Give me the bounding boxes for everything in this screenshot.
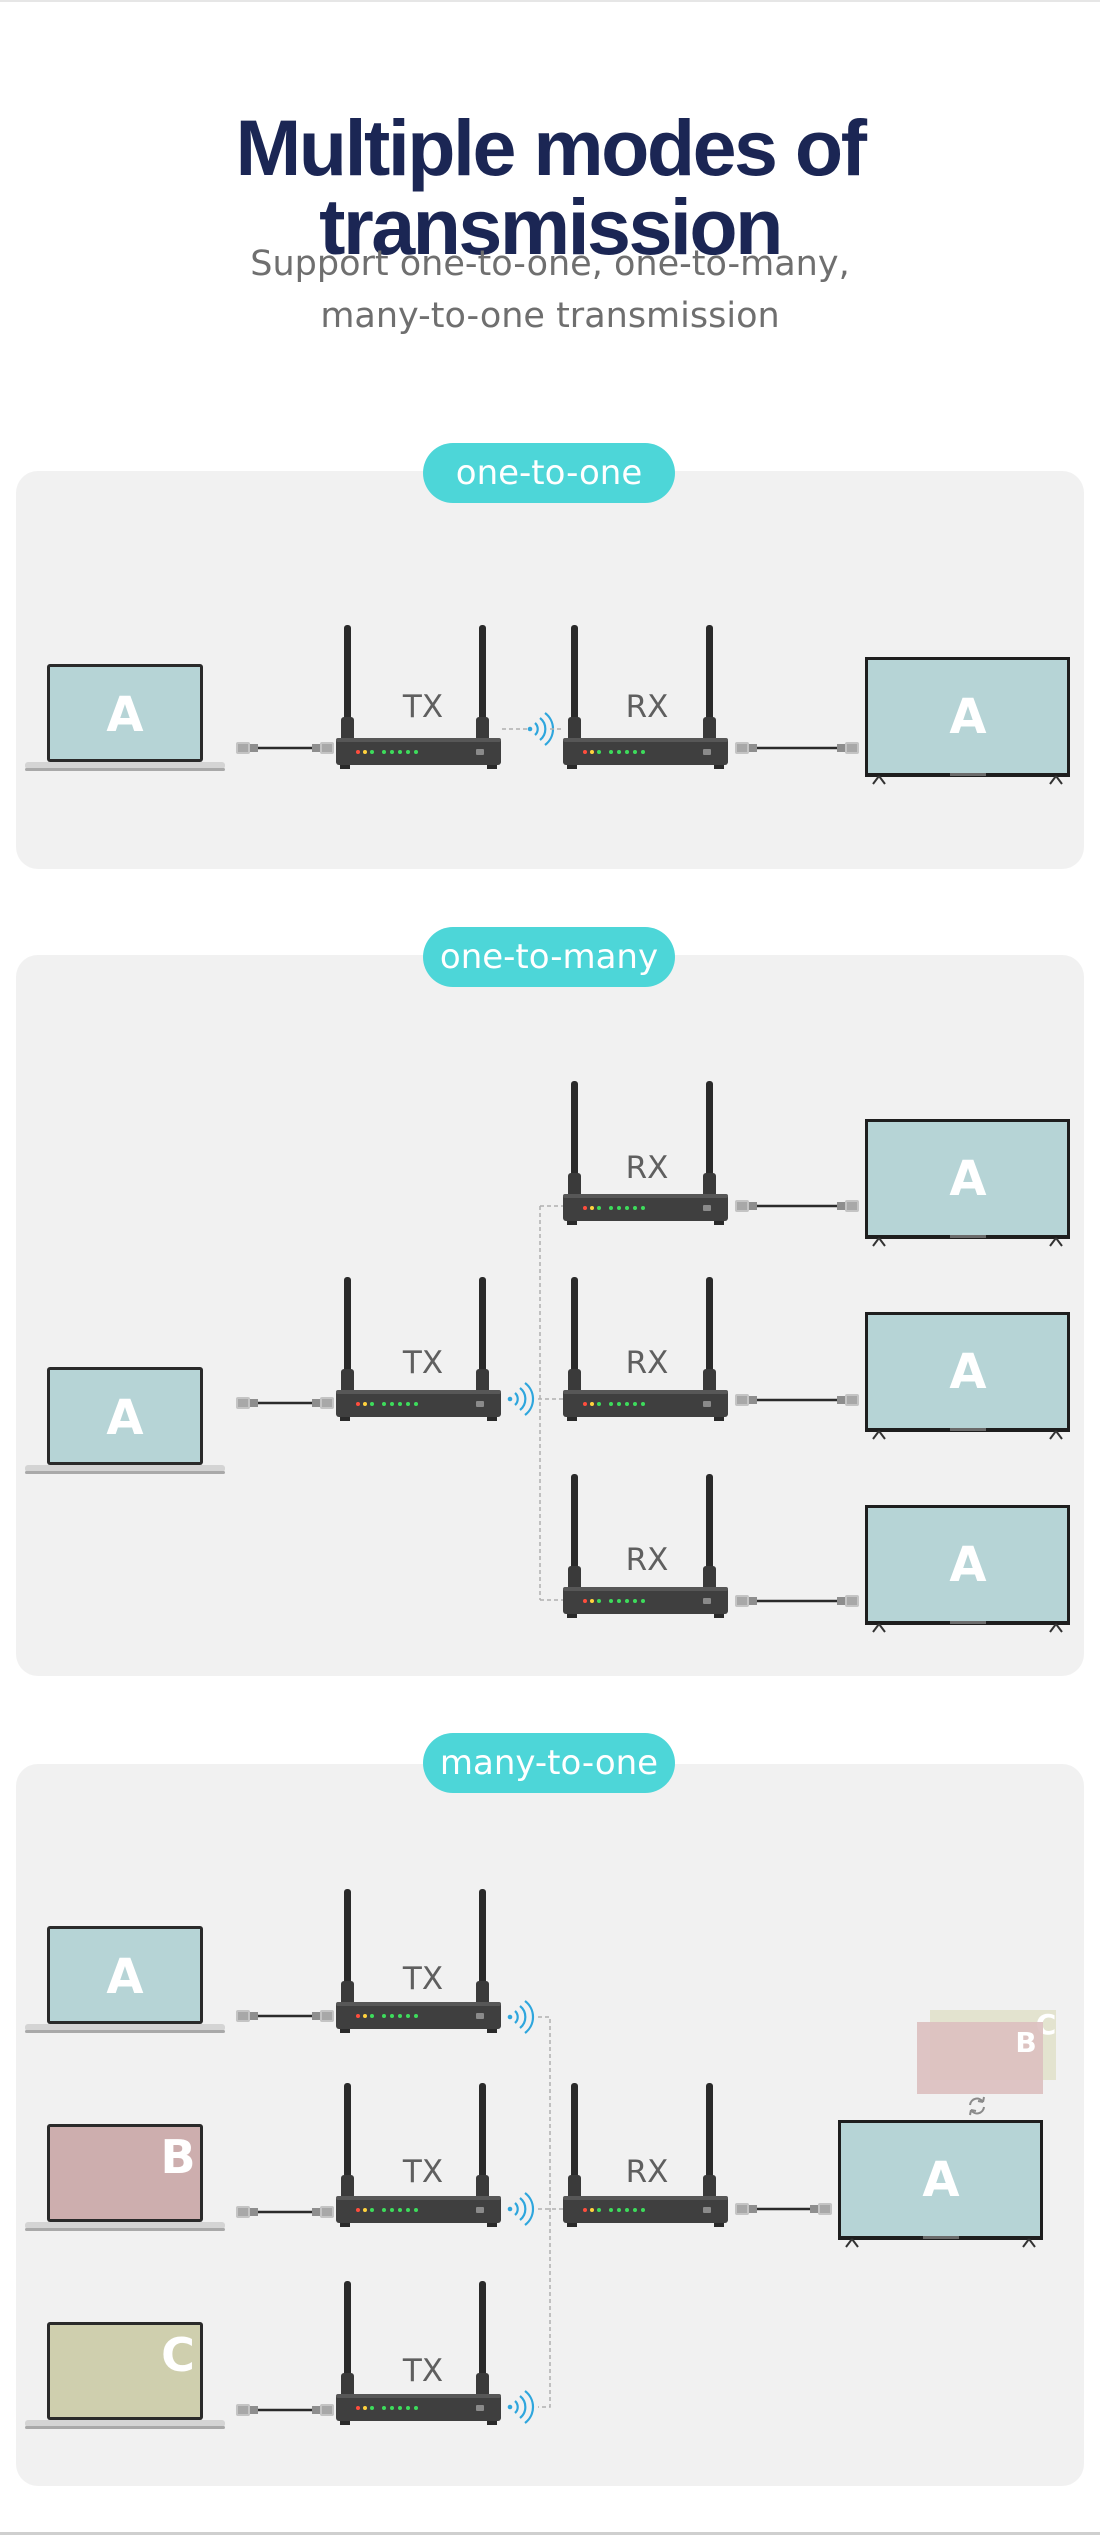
laptop-c-label: C (161, 2328, 195, 2382)
source-b-card: B (917, 2022, 1043, 2094)
rx-device: RX (563, 2083, 728, 2227)
mode-badge-many-to-one: many-to-one (423, 1733, 675, 1793)
tx-label: TX (402, 689, 443, 725)
tv-a: A (864, 1118, 1071, 1247)
wifi-icon (506, 2191, 535, 2227)
mode-badge-one-to-one: one-to-one (423, 443, 675, 503)
hdmi-cable (735, 1200, 859, 1212)
laptop-c: C (25, 2322, 225, 2429)
hdmi-cable (735, 1595, 859, 1607)
tv-a: A (864, 1311, 1071, 1440)
rx-device: RX (563, 1474, 728, 1618)
tx-label: TX (402, 2353, 443, 2389)
laptop-b: B (25, 2124, 225, 2231)
laptop-a-label: A (106, 1390, 143, 1446)
tv-a: A (864, 656, 1071, 785)
rx-label: RX (626, 1150, 669, 1186)
laptop-b-label: B (160, 2130, 195, 2184)
tx-label: TX (402, 2154, 443, 2190)
switch-icon (969, 2096, 985, 2116)
tx-device: TX (336, 1277, 501, 1421)
laptop-a-label: A (106, 687, 143, 743)
distribution-line (538, 1205, 563, 1601)
subtitle-line-1: Support one-to-one, one-to-many, (250, 244, 850, 284)
tx-device: TX (336, 1889, 501, 2033)
wifi-icon (506, 2389, 535, 2425)
tx-device: TX (336, 2281, 501, 2425)
laptop-a: A (25, 1926, 225, 2033)
page-title: Multiple modes of transmission (235, 103, 868, 271)
wifi-icon (506, 1381, 535, 1417)
wifi-icon (506, 1999, 535, 2035)
aggregation-line (538, 2016, 563, 2408)
tx-device: TX (336, 2083, 501, 2227)
hdmi-cable (735, 2203, 832, 2215)
rx-label: RX (626, 689, 669, 725)
tv-a-label: A (949, 689, 986, 745)
page-subtitle: Support one-to-one, one-to-many, many-to… (0, 238, 1100, 342)
laptop-a: A (25, 1367, 225, 1474)
wifi-icon (526, 711, 555, 747)
tx-label: TX (402, 1961, 443, 1997)
tx-label: TX (402, 1345, 443, 1381)
rx-device: RX (563, 1277, 728, 1421)
tv-a-label: A (949, 1344, 986, 1400)
rx-label: RX (626, 2154, 669, 2190)
laptop-a: A (25, 664, 225, 771)
hdmi-cable (735, 742, 859, 754)
hdmi-cable (236, 2404, 334, 2416)
mode-badge-one-to-many: one-to-many (423, 927, 675, 987)
bottom-divider (0, 2532, 1100, 2535)
hdmi-cable (236, 742, 334, 754)
tv-a: A (837, 2119, 1044, 2248)
tv-a-label: A (922, 2152, 959, 2208)
hdmi-cable (236, 1397, 334, 1409)
hdmi-cable (236, 2206, 334, 2218)
hdmi-cable (735, 1394, 859, 1406)
source-b-label: B (1015, 2026, 1036, 2059)
tv-a-label: A (949, 1537, 986, 1593)
rx-device: RX (563, 625, 728, 769)
rx-device: RX (563, 1081, 728, 1225)
subtitle-line-2: many-to-one transmission (320, 296, 780, 336)
hdmi-cable (236, 2010, 334, 2022)
rx-label: RX (626, 1542, 669, 1578)
tx-device: TX (336, 625, 501, 769)
tv-a-label: A (949, 1151, 986, 1207)
rx-label: RX (626, 1345, 669, 1381)
tv-a: A (864, 1504, 1071, 1633)
top-divider (0, 0, 1100, 2)
laptop-a-label: A (106, 1949, 143, 2005)
